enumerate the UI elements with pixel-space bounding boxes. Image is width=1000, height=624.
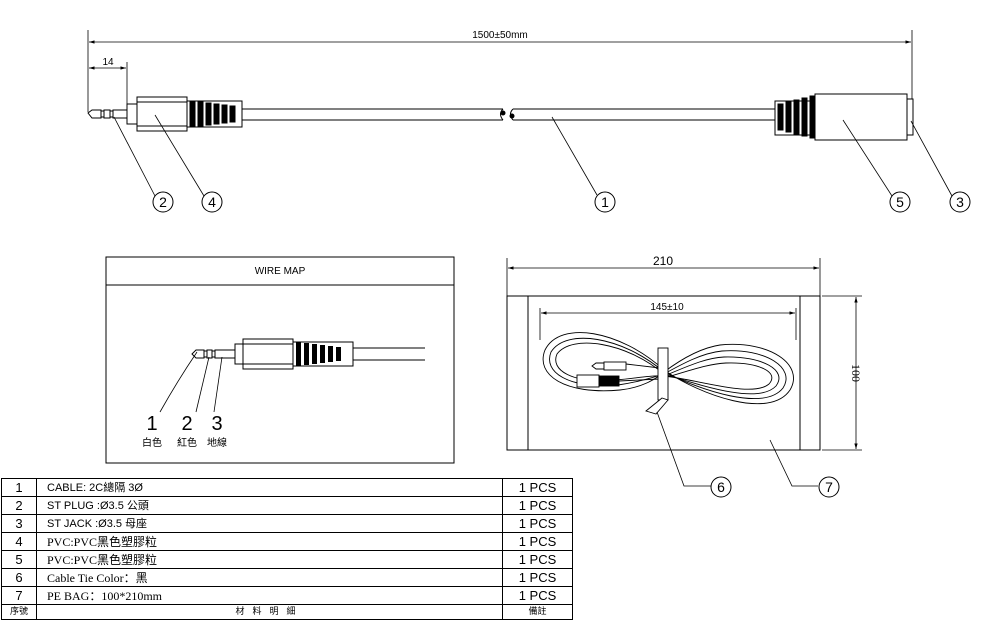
bom-item-quantity: 1 PCS (502, 478, 573, 497)
plug-length-label: 14 (102, 57, 114, 68)
bom-item-description: Cable Tie Color：黑 (36, 568, 503, 587)
callout-5: 5 (889, 191, 911, 213)
bom-row: 3 ST JACK :Ø3.5 母座 1 PCS (1, 514, 573, 533)
plug-length-dimension (89, 62, 128, 108)
bom-header-row: 序號 材料明細 備註 (1, 604, 573, 620)
bom-item-number: 4 (1, 532, 37, 551)
bom-item-description: ST JACK :Ø3.5 母座 (36, 514, 503, 533)
bom-header-remarks: 備註 (502, 604, 573, 620)
bom-item-description: PE BAG：100*210mm (36, 586, 503, 605)
svg-text:6: 6 (717, 479, 725, 495)
bom-row: 1 CABLE: 2C總隔 3Ø 1 PCS (1, 478, 573, 497)
bom-row: 7 PE BAG：100*210mm 1 PCS (1, 586, 573, 605)
bom-item-description: ST PLUG :Ø3.5 公頭 (36, 496, 503, 515)
wire-map-leaders (159, 351, 223, 413)
svg-text:3: 3 (956, 194, 964, 210)
wire-map-pin-2: 2 紅色 (177, 413, 197, 449)
bom-item-quantity: 1 PCS (502, 496, 573, 515)
bom-item-description: CABLE: 2C總隔 3Ø (36, 478, 503, 497)
package-height-label: 100 (849, 364, 863, 382)
svg-text:紅色: 紅色 (177, 436, 197, 449)
bom-item-number: 3 (1, 514, 37, 533)
cable-break-mark (500, 110, 515, 119)
bom-item-quantity: 1 PCS (502, 586, 573, 605)
callout-7: 7 (818, 476, 840, 498)
bom-item-description: PVC:PVC黑色塑膠粒 (36, 550, 503, 569)
st-plug (87, 96, 188, 132)
callout-3: 3 (949, 191, 971, 213)
bom-item-number: 5 (1, 550, 37, 569)
coil-width-label: 145±10 (650, 302, 684, 313)
st-jack (814, 93, 914, 141)
bom-header-description: 材料明細 (36, 604, 503, 620)
plug-strain-relief (186, 100, 243, 128)
callout-2: 2 (152, 191, 174, 213)
top-leader-lines (113, 114, 953, 197)
svg-text:4: 4 (208, 194, 216, 210)
svg-text:1: 1 (601, 194, 609, 210)
wire-map-pin-1: 1 白色 (142, 413, 162, 449)
bom-item-quantity: 1 PCS (502, 568, 573, 587)
package-height-dimension (822, 295, 862, 451)
overall-length-dimension (87, 30, 913, 112)
coiled-cable (542, 332, 794, 405)
callout-1: 1 (594, 191, 616, 213)
bom-header-number: 序號 (1, 604, 37, 620)
overall-length-label: 1500±50mm (472, 30, 528, 41)
bom-row: 5 PVC:PVC黑色塑膠粒 1 PCS (1, 550, 573, 569)
jack-strain-relief (774, 95, 821, 139)
bom-item-number: 2 (1, 496, 37, 515)
callout-6: 6 (710, 476, 732, 498)
bom-row: 6 Cable Tie Color：黑 1 PCS (1, 568, 573, 587)
cable-tie (645, 347, 669, 415)
svg-text:2: 2 (181, 413, 192, 435)
pe-bag (506, 295, 821, 451)
bom-item-quantity: 1 PCS (502, 550, 573, 569)
coil-plug-ends (576, 361, 661, 388)
bom-item-quantity: 1 PCS (502, 532, 573, 551)
coil-width-dimension (539, 308, 797, 340)
wire-map-box (105, 256, 455, 464)
bom-item-number: 7 (1, 586, 37, 605)
callout-4: 4 (201, 191, 223, 213)
bom-row: 2 ST PLUG :Ø3.5 公頭 1 PCS (1, 496, 573, 515)
package-width-dimension (506, 258, 821, 296)
wire-map-boot-rings (296, 342, 341, 366)
svg-text:3: 3 (211, 413, 222, 435)
bom-row: 4 PVC:PVC黑色塑膠粒 1 PCS (1, 532, 573, 551)
bom-item-description: PVC:PVC黑色塑膠粒 (36, 532, 503, 551)
svg-text:2: 2 (159, 194, 167, 210)
wire-map-pin-3: 3 地線 (207, 413, 227, 449)
wire-map-title: WIRE MAP (255, 266, 306, 277)
svg-text:地線: 地線 (207, 436, 227, 449)
svg-text:1: 1 (146, 413, 157, 435)
package-leader-lines (656, 411, 818, 487)
package-width-label: 210 (653, 254, 673, 268)
cable (242, 108, 775, 121)
bom-item-quantity: 1 PCS (502, 514, 573, 533)
bill-of-materials: 1 CABLE: 2C總隔 3Ø 1 PCS 2 ST PLUG :Ø3.5 公… (1, 478, 573, 620)
svg-text:5: 5 (896, 194, 904, 210)
svg-text:白色: 白色 (142, 436, 162, 449)
bom-item-number: 6 (1, 568, 37, 587)
svg-text:7: 7 (825, 479, 833, 495)
bom-item-number: 1 (1, 478, 37, 497)
